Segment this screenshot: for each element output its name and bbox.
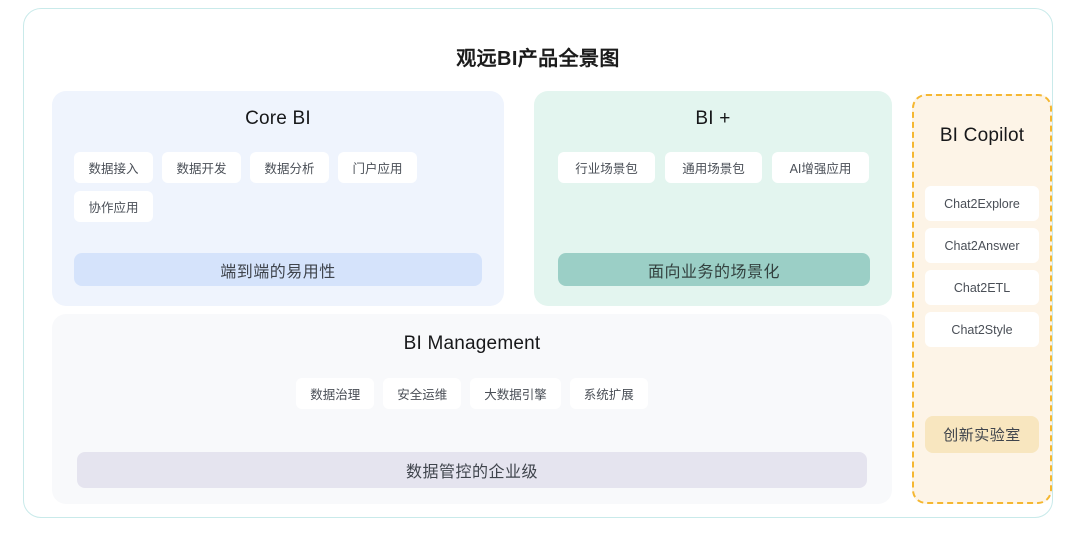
panel-bi-plus-chip-row: 行业场景包 通用场景包 AI增强应用 (558, 152, 870, 183)
chip-core-2[interactable]: 数据开发 (162, 152, 241, 183)
chip-mgmt-1[interactable]: 数据治理 (296, 378, 375, 409)
list-item-chat2etl[interactable]: Chat2ETL (925, 270, 1039, 305)
chip-biplus-3[interactable]: AI增强应用 (772, 152, 869, 183)
panel-bi-management-title: BI Management (403, 333, 541, 354)
page-title: 观远BI产品全景图 (456, 48, 620, 70)
panel-core-bi-chip-row: 数据接入 数据开发 数据分析 门户应用 协作应用 (74, 152, 486, 222)
chip-mgmt-2[interactable]: 安全运维 (383, 378, 462, 409)
chip-core-5[interactable]: 协作应用 (74, 191, 153, 222)
panel-bi-copilot-list: Chat2Explore Chat2Answer Chat2ETL Chat2S… (925, 186, 1039, 347)
panel-bi-plus[interactable]: BI + 行业场景包 通用场景包 AI增强应用 面向业务的场景化 (534, 91, 892, 306)
panel-bi-plus-footer: 面向业务的场景化 (558, 253, 870, 286)
panel-core-bi-title: Core BI (245, 108, 311, 129)
panel-bi-management[interactable]: BI Management 数据治理 安全运维 大数据引擎 系统扩展 数据管控的… (52, 314, 892, 504)
chip-mgmt-3[interactable]: 大数据引擎 (470, 378, 561, 409)
chip-biplus-1[interactable]: 行业场景包 (558, 152, 655, 183)
panel-bi-copilot-title: BI Copilot (939, 125, 1025, 146)
chip-mgmt-4[interactable]: 系统扩展 (569, 378, 648, 409)
chip-core-4[interactable]: 门户应用 (338, 152, 417, 183)
diagram-frame: 观远BI产品全景图 Core BI 数据接入 数据开发 数据分析 门户应用 协作… (23, 8, 1053, 518)
panel-bi-management-footer: 数据管控的企业级 (77, 452, 867, 488)
panel-bi-copilot-footer: 创新实验室 (925, 416, 1039, 453)
panel-core-bi-footer: 端到端的易用性 (74, 253, 482, 286)
chip-core-3[interactable]: 数据分析 (250, 152, 329, 183)
list-item-chat2answer[interactable]: Chat2Answer (925, 228, 1039, 263)
list-item-chat2explore[interactable]: Chat2Explore (925, 186, 1039, 221)
chip-core-1[interactable]: 数据接入 (74, 152, 153, 183)
panel-bi-plus-title: BI + (695, 108, 731, 129)
list-item-chat2style[interactable]: Chat2Style (925, 312, 1039, 347)
panel-core-bi[interactable]: Core BI 数据接入 数据开发 数据分析 门户应用 协作应用 端到端的易用性 (52, 91, 504, 306)
panel-bi-copilot[interactable]: BI Copilot Chat2Explore Chat2Answer Chat… (912, 94, 1052, 504)
chip-biplus-2[interactable]: 通用场景包 (665, 152, 762, 183)
panel-bi-management-chip-row: 数据治理 安全运维 大数据引擎 系统扩展 (52, 378, 892, 409)
